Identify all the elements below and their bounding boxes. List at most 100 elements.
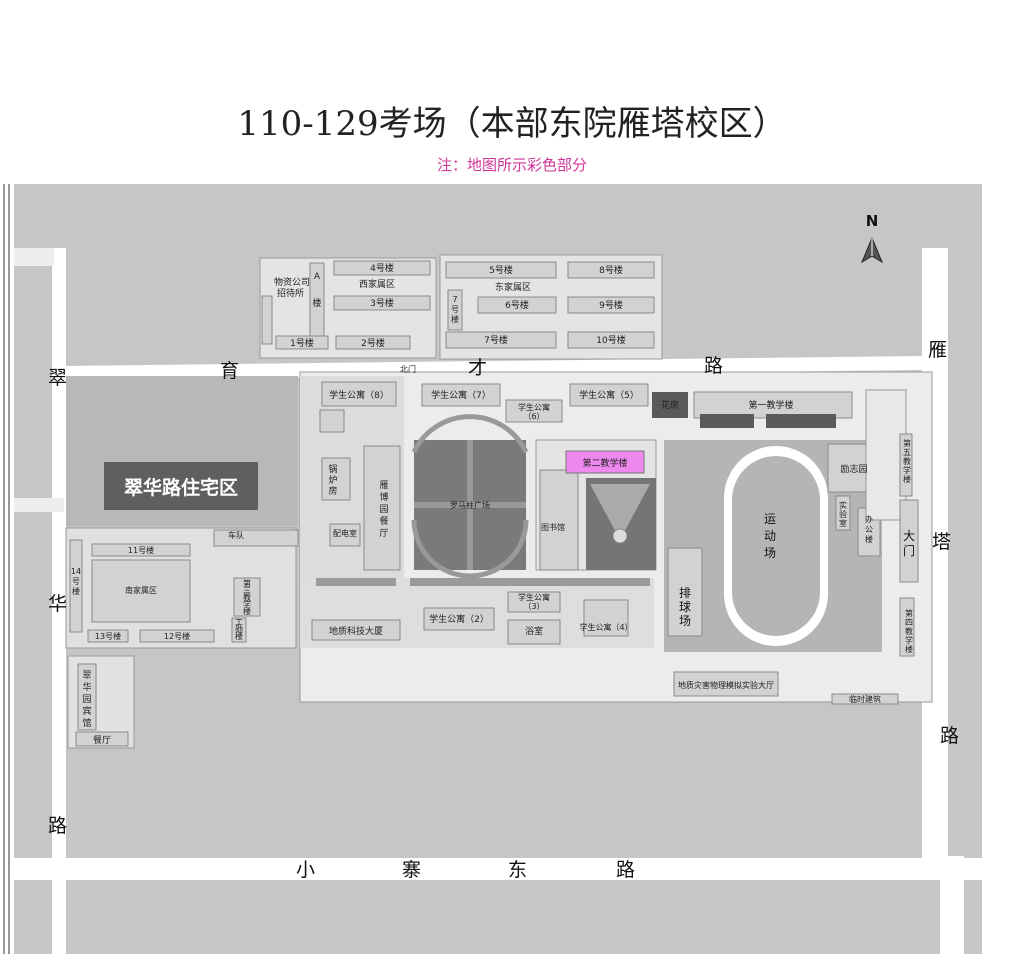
lou9-label: 9号楼 <box>599 299 623 311</box>
teach4-label-5: 楼 <box>905 644 913 654</box>
wuzi-label-1: 物资公司 <box>274 276 310 288</box>
luoma-label: 罗马柱广场 <box>450 500 490 510</box>
teach3-label-4: 学 <box>243 599 251 609</box>
guolu-label-1: 锅 <box>328 464 337 475</box>
teach3-label-1: 第 <box>243 578 251 588</box>
teach4-label-3: 教 <box>905 626 913 636</box>
apt2-label: 学生公寓（2） <box>429 613 489 625</box>
road-yucai-3: 路 <box>704 355 723 377</box>
peidian-label: 配电室 <box>333 528 357 538</box>
chedui-label: 车队 <box>228 530 244 540</box>
a-lou-label-1: A <box>314 272 321 282</box>
road-yanta-2: 塔 <box>932 531 951 553</box>
shiyan-label-2: 验 <box>839 509 847 519</box>
shiyan-label-1: 实 <box>839 500 847 510</box>
shiyan-label-3: 室 <box>839 518 847 528</box>
road-xiaozhai-4: 路 <box>616 859 635 881</box>
paiqiu-label-2: 球 <box>679 600 691 614</box>
lou5-label: 5号楼 <box>489 264 513 276</box>
residential-label: 翠华路住宅区 <box>124 476 238 499</box>
canting-label-5: 厅 <box>379 528 388 539</box>
road-xiaozhai-1: 小 <box>296 859 315 881</box>
road-yucai-1: 育 <box>220 360 239 382</box>
teach5-label-3: 教 <box>903 456 911 466</box>
page-title: 110-129考场（本部东院雁塔校区） <box>237 104 787 144</box>
lou7-label: 7号楼 <box>484 334 508 346</box>
teach5-label-2: 五 <box>903 448 911 457</box>
teach5-label-5: 楼 <box>903 474 911 484</box>
gongxun-label-2: 勋 <box>235 624 243 634</box>
dongjia-label: 东家属区 <box>495 281 531 293</box>
lou1-label: 1号楼 <box>290 337 314 349</box>
bingguan-label-3: 园 <box>82 694 91 705</box>
yundong-label-2: 动 <box>764 529 776 543</box>
lou14-label-3: 楼 <box>72 586 80 596</box>
damen-label-2: 门 <box>903 543 915 558</box>
apt3-label-1: 学生公寓 <box>518 592 550 602</box>
bangong-label-2: 公 <box>865 525 873 534</box>
guolu-label-2: 炉 <box>328 474 337 486</box>
lizhi-label: 励志园 <box>840 463 867 475</box>
bingguan-label-5: 馆 <box>82 717 91 729</box>
teach1-label: 第一教学楼 <box>748 399 793 411</box>
canting-label-2: 博 <box>379 491 388 503</box>
damen-label-1: 大 <box>903 529 915 543</box>
canting-label-4: 餐 <box>379 515 388 527</box>
teach3-label-3: 教 <box>243 592 251 602</box>
linshi-label: 临时建筑 <box>849 694 881 704</box>
guolu-label-3: 房 <box>328 485 337 497</box>
lou6-label: 6号楼 <box>505 299 529 311</box>
road-cuihua-2: 华 <box>48 593 67 615</box>
a-lou-label-2: 楼 <box>312 297 321 309</box>
road-xiaozhai-3: 东 <box>508 859 527 881</box>
teach3-label-2: 三 <box>243 586 251 595</box>
bangong-label-1: 办 <box>865 514 873 524</box>
road-cuihua-3: 路 <box>48 815 67 837</box>
apt5-label: 学生公寓（5） <box>579 389 639 401</box>
teach3-label-5: 楼 <box>243 606 251 616</box>
beimen-label: 北门 <box>400 364 416 374</box>
bingguan-label-1: 翠 <box>82 670 91 681</box>
lou14-label-2: 号 <box>72 577 80 586</box>
xijia-label: 西家属区 <box>359 278 395 290</box>
library-label: 图书馆 <box>541 522 565 532</box>
apt7-label: 学生公寓（7） <box>431 389 491 401</box>
compass-north-label: N <box>866 212 879 230</box>
lou3-label: 3号楼 <box>370 297 394 309</box>
road-yanta-1: 雁 <box>928 339 947 361</box>
road-cuihua-1: 翠 <box>48 367 67 389</box>
dizhi-label: 地质科技大厦 <box>329 625 383 637</box>
apt8-label: 学生公寓（8） <box>329 389 389 401</box>
teach5-label-1: 第 <box>903 438 911 448</box>
road-xiaozhai-2: 寨 <box>402 859 421 881</box>
bangong-label-3: 楼 <box>865 534 873 544</box>
canting2-label: 餐厅 <box>93 734 111 746</box>
huafang-label: 花房 <box>661 399 679 411</box>
bingguan-label-4: 宾 <box>82 705 91 717</box>
lou7v-label-1: 7 <box>452 295 457 304</box>
lou7v-label-3: 楼 <box>451 314 459 324</box>
apt3-label-2: （3） <box>523 602 544 611</box>
teach2-label[interactable]: 第二教学楼 <box>582 457 627 469</box>
lou10-label: 10号楼 <box>596 334 625 346</box>
lou14-label-1: 14 <box>71 567 81 576</box>
apt4-label: 学生公寓（4） <box>579 622 632 632</box>
teach4-label-1: 第 <box>905 608 913 618</box>
lou8-label: 8号楼 <box>599 264 623 276</box>
yundong-label-1: 运 <box>764 512 776 526</box>
bingguan-label-2: 华 <box>82 681 91 693</box>
teach4-label-2: 四 <box>905 618 913 627</box>
paiqiu-label-3: 场 <box>679 614 691 628</box>
dizhisim-label: 地质灾害物理模拟实验大厅 <box>678 680 774 690</box>
lou7v-label-2: 号 <box>451 305 459 314</box>
gongxun-label-1: 工 <box>235 618 243 627</box>
canting-label-3: 园 <box>379 504 388 515</box>
lou11-label: 11号楼 <box>128 545 154 555</box>
lou12-label: 12号楼 <box>164 631 190 641</box>
yushi-label: 浴室 <box>525 625 543 637</box>
nanjia-label: 南家属区 <box>125 585 157 595</box>
apt6-label-2: （6） <box>523 412 544 421</box>
teach2-highlight[interactable] <box>565 450 645 474</box>
teach5-label-4: 学 <box>903 465 911 475</box>
road-yanta-3: 路 <box>940 725 959 747</box>
